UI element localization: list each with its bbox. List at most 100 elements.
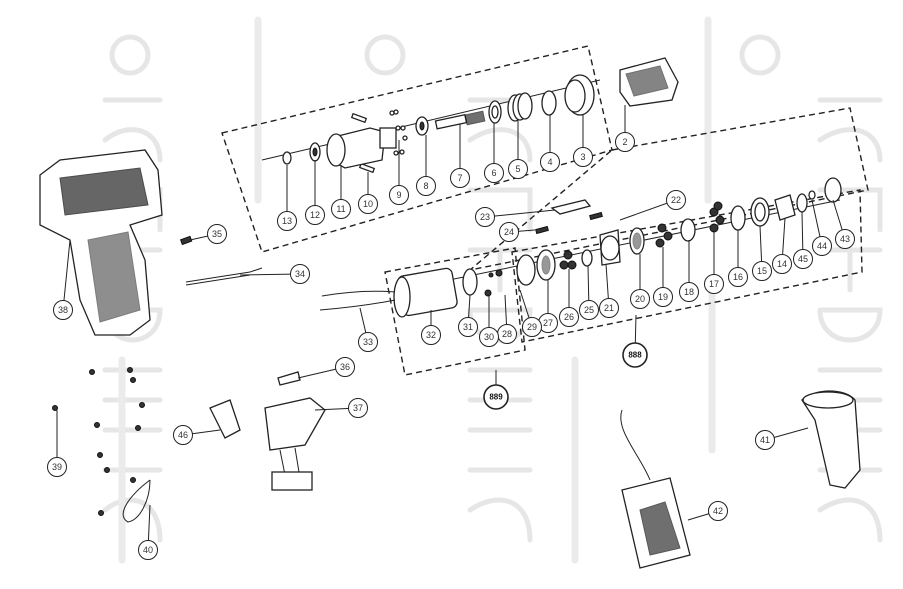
part-number: 5 (515, 164, 520, 174)
part-label-39: 39 (47, 457, 67, 477)
part-number: 6 (491, 168, 496, 178)
motor-889-box (384, 247, 526, 376)
gear-housing (326, 127, 397, 169)
part-label-15: 15 (752, 261, 772, 281)
part-label-40: 40 (138, 540, 158, 560)
part-number: 4 (547, 157, 552, 167)
part-number: 7 (457, 173, 462, 183)
part-number: 19 (658, 292, 668, 302)
part-label-26: 26 (559, 307, 579, 327)
part-label-21: 21 (599, 298, 619, 318)
part-number: 17 (709, 279, 719, 289)
part-number: 24 (504, 227, 514, 237)
part-number: 39 (52, 462, 62, 472)
part-number: 40 (143, 545, 153, 555)
part-label-42: 42 (708, 501, 728, 521)
part-label-5: 5 (508, 159, 528, 179)
leader-line (484, 209, 556, 218)
part-label-23: 23 (475, 207, 495, 227)
part-label-4: 4 (540, 152, 560, 172)
part-number: 2 (622, 137, 627, 147)
part-label-35: 35 (207, 224, 227, 244)
part-label-16: 16 (728, 267, 748, 287)
part-label-44: 44 (812, 236, 832, 256)
part-number: 25 (584, 305, 594, 315)
part-number: 18 (684, 287, 694, 297)
part-label-14: 14 (772, 254, 792, 274)
part-label-43: 43 (835, 229, 855, 249)
part-number: 889 (489, 393, 503, 402)
part-label-3: 3 (573, 147, 593, 167)
part-number: 44 (817, 241, 827, 251)
motor (393, 267, 458, 318)
part-label-9: 9 (389, 185, 409, 205)
part-label-27: 27 (538, 313, 558, 333)
gearbox-assembly-box (469, 107, 869, 271)
part-number: 35 (212, 229, 222, 239)
part-label-33: 33 (358, 332, 378, 352)
part-label-888: 888 (622, 342, 648, 368)
part-label-32: 32 (421, 325, 441, 345)
keyless-chuck (619, 57, 679, 107)
part-number: 23 (480, 212, 490, 222)
part-label-13: 13 (277, 211, 297, 231)
part-label-889: 889 (483, 384, 509, 410)
part-label-2: 2 (615, 132, 635, 152)
part-number: 22 (671, 195, 681, 205)
part-number: 15 (757, 266, 767, 276)
part-label-20: 20 (630, 289, 650, 309)
part-label-11: 11 (331, 199, 351, 219)
part-label-41: 41 (755, 430, 775, 450)
part-number: 28 (502, 329, 512, 339)
part-label-19: 19 (653, 287, 673, 307)
charger (620, 409, 691, 569)
part-number: 20 (635, 294, 645, 304)
battery-pack (801, 390, 861, 489)
part-number: 10 (363, 199, 373, 209)
part-number: 36 (340, 362, 350, 372)
leader-line (62, 239, 71, 311)
part-number: 13 (282, 216, 292, 226)
part-label-12: 12 (305, 205, 325, 225)
part-label-29: 29 (522, 317, 542, 337)
part-number: 11 (336, 204, 345, 214)
leader-line (239, 273, 301, 276)
part-label-46: 46 (173, 425, 193, 445)
part-label-34: 34 (290, 264, 310, 284)
part-label-17: 17 (704, 274, 724, 294)
part-label-10: 10 (358, 194, 378, 214)
part-label-38: 38 (53, 300, 73, 320)
part-label-24: 24 (499, 222, 519, 242)
part-number: 30 (484, 332, 494, 342)
part-label-30: 30 (479, 327, 499, 347)
drill-housing (39, 149, 163, 336)
trigger-switch (264, 397, 326, 491)
part-number: 37 (353, 403, 363, 413)
part-number: 12 (310, 210, 320, 220)
part-number: 26 (564, 312, 574, 322)
part-number: 41 (760, 435, 770, 445)
part-number: 9 (396, 190, 401, 200)
part-number: 27 (543, 318, 553, 328)
part-number: 32 (426, 330, 436, 340)
part-label-45: 45 (793, 249, 813, 269)
part-number: 16 (733, 272, 743, 282)
part-label-36: 36 (335, 357, 355, 377)
part-number: 31 (463, 322, 473, 332)
part-number: 3 (580, 152, 585, 162)
part-label-8: 8 (416, 176, 436, 196)
part-label-7: 7 (450, 168, 470, 188)
part-number: 29 (527, 322, 537, 332)
part-number: 21 (604, 303, 614, 313)
part-number: 42 (713, 506, 723, 516)
part-label-25: 25 (579, 300, 599, 320)
part-label-31: 31 (458, 317, 478, 337)
part-number: 8 (423, 181, 428, 191)
part-label-37: 37 (348, 398, 368, 418)
part-label-6: 6 (484, 163, 504, 183)
part-number: 888 (628, 351, 642, 360)
part-label-18: 18 (679, 282, 699, 302)
